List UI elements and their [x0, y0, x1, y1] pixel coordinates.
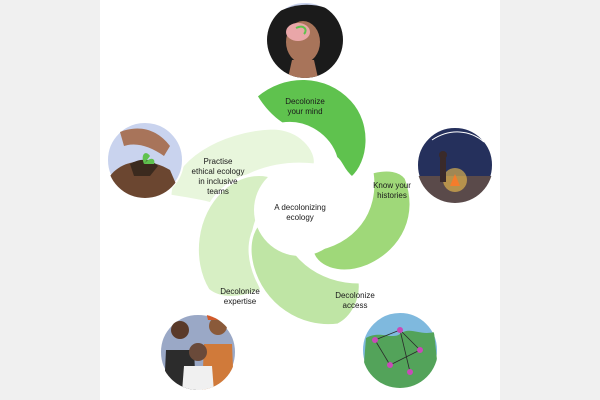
center-label-line2: ecology	[286, 213, 314, 222]
label-teams-line3: in inclusive	[198, 177, 238, 186]
label-access-line1: Decolonize	[335, 291, 375, 300]
label-mind-line2: your mind	[287, 107, 322, 116]
campfire-night-icon	[416, 126, 494, 204]
label-teams-line4: teams	[207, 187, 229, 196]
center-circle	[254, 164, 346, 256]
label-histories-line2: histories	[377, 191, 407, 200]
hands-seedling-icon	[106, 121, 184, 199]
center-label-line1: A decolonizing	[274, 203, 326, 212]
left-gutter	[0, 0, 100, 400]
label-expertise-line2: expertise	[224, 297, 257, 306]
label-teams-line2: ethical ecology	[192, 167, 245, 176]
petal-mind	[254, 77, 369, 180]
label-teams-line1: Practise	[204, 157, 233, 166]
label-mind-line1: Decolonize	[285, 97, 325, 106]
network-map-icon	[361, 311, 439, 389]
people-portrait-icon	[159, 313, 237, 391]
brain-head-icon	[266, 1, 344, 79]
label-access-line2: access	[343, 301, 368, 310]
label-expertise-line1: Decolonize	[220, 287, 260, 296]
right-gutter	[500, 0, 600, 400]
label-histories-line1: Know your	[373, 181, 411, 190]
